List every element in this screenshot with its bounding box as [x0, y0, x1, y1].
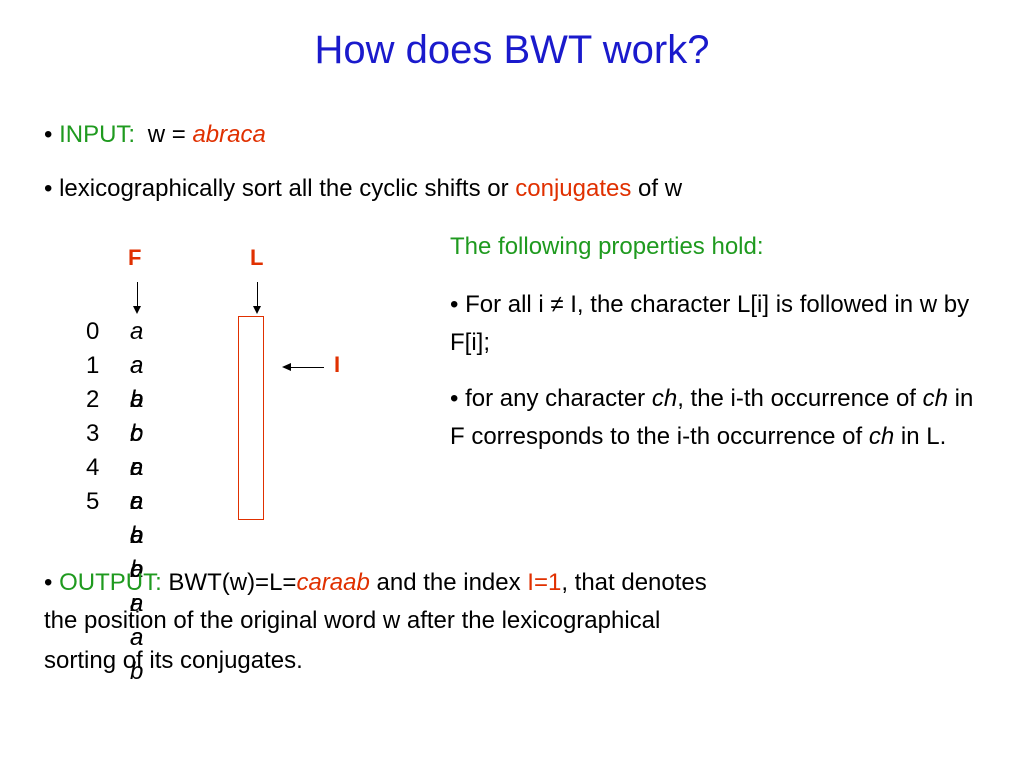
sort-text-end: of w — [638, 175, 683, 202]
property-2: • for any character ch, the i-th occurre… — [450, 380, 990, 456]
property-2-mid: , the i-th occurrence of — [677, 385, 916, 412]
bullet: • — [44, 175, 53, 202]
input-eq: w = — [147, 121, 186, 148]
output-line-2: the position of the original word w afte… — [44, 607, 661, 634]
bullet: • — [44, 121, 53, 148]
matrix-row: 0 a a b r a c — [86, 315, 143, 515]
ch-var: ch — [922, 385, 948, 412]
row-shift: a c a a b r — [130, 386, 144, 583]
output-line-1: • OUTPUT: BWT(w)=L=caraab and the index … — [44, 568, 707, 598]
output-text-2: and the index — [376, 569, 521, 596]
matrix-row: 3 b r a c a a — [86, 417, 143, 617]
not-equal-symbol: ≠ — [550, 291, 564, 318]
matrix-row: 5 r a c a a b — [86, 485, 143, 685]
conjugates-word: conjugates — [515, 175, 632, 202]
sort-line: • lexicographically sort all the cyclic … — [44, 174, 682, 204]
property-2-end: in L. — [900, 423, 947, 450]
row-index: 5 — [86, 488, 100, 515]
l-arrow-icon — [253, 282, 261, 314]
l-label: L — [250, 245, 264, 270]
row-shift: c a a b r a — [130, 454, 144, 651]
index-arrow-icon — [282, 363, 324, 371]
property-1: • For all i ≠ I, the character L[i] is f… — [450, 286, 990, 362]
row-shift: b r a c a a — [130, 420, 144, 617]
row-index: 3 — [86, 420, 100, 447]
property-1-start: • For all i — [450, 291, 544, 318]
row-shift: a a b r a c — [130, 318, 144, 515]
row-shift: a b r a c a — [130, 352, 144, 549]
f-label: F — [128, 245, 142, 270]
f-arrow-icon — [133, 282, 141, 314]
property-2-mid2: in F corresponds to the i-th occurrence … — [450, 385, 974, 450]
bullet: • — [44, 569, 53, 596]
row-index: 4 — [86, 454, 100, 481]
output-index: I=1 — [527, 569, 562, 596]
last-column-box — [238, 316, 264, 520]
row-shift: r a c a a b — [130, 488, 144, 685]
output-word: caraab — [296, 569, 370, 596]
ch-var: ch — [868, 423, 895, 450]
input-line: • INPUT: w = abraca — [44, 120, 266, 150]
property-2-start: • for any character — [450, 385, 646, 412]
row-index: 1 — [86, 352, 100, 379]
input-label: INPUT: — [59, 121, 136, 148]
slide-title: How does BWT work? — [314, 28, 710, 72]
matrix-row: 4 c a a b r a — [86, 451, 143, 651]
i-label: I — [334, 352, 341, 377]
sort-text: lexicographically sort all the cyclic sh… — [59, 175, 509, 202]
matrix-row: 2 a c a a b r — [86, 383, 143, 583]
matrix-row: 1 a b r a c a — [86, 349, 143, 549]
properties-heading: The following properties hold: — [450, 233, 764, 260]
output-label: OUTPUT: — [59, 569, 162, 596]
input-word: abraca — [192, 121, 266, 148]
row-index: 2 — [86, 386, 100, 413]
ch-var: ch — [651, 385, 678, 412]
row-index: 0 — [86, 318, 100, 345]
output-text-3: , that denotes — [561, 569, 707, 596]
output-text: BWT(w)=L= — [168, 569, 297, 596]
property-1-end: I, the character L[i] is followed in w b… — [450, 291, 970, 356]
output-line-3: sorting of its conjugates. — [44, 647, 303, 674]
